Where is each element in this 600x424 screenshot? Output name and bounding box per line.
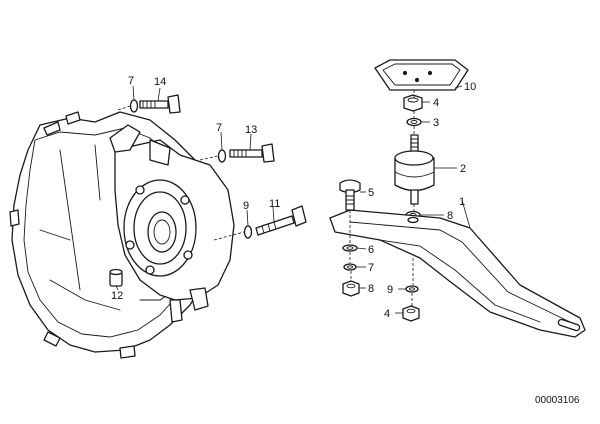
callout-13: 13 <box>245 124 257 136</box>
callout-11: 11 <box>269 198 280 210</box>
callout-4-low: 4 <box>384 308 390 320</box>
callout-14: 14 <box>154 76 166 88</box>
nut-4-low <box>402 305 420 322</box>
bolt-13-assembly <box>217 143 275 163</box>
bolt-11-assembly <box>243 205 307 239</box>
document-id: 00003106 <box>535 395 580 406</box>
washer-9-low <box>405 285 419 293</box>
mounting-bracket-1 <box>329 209 586 338</box>
washer-3-top <box>406 117 422 127</box>
assembly-lines <box>117 90 415 306</box>
bolt-5 <box>339 179 361 211</box>
dowel-sleeve-12 <box>109 268 123 287</box>
bolt-14-assembly <box>129 94 181 114</box>
callout-3: 3 <box>433 117 439 129</box>
callout-5: 5 <box>368 187 374 199</box>
heat-shield-10 <box>374 59 469 91</box>
callout-1: 1 <box>459 196 465 208</box>
clutch-housing <box>9 111 235 359</box>
washer-6 <box>342 244 358 252</box>
callout-8-right: 8 <box>447 210 453 222</box>
callout-4-top: 4 <box>433 97 439 109</box>
callout-numbers: 7 14 7 13 9 11 12 10 4 3 2 5 1 8 6 7 8 9… <box>111 75 476 320</box>
callout-6: 6 <box>368 244 374 256</box>
callout-9-low: 9 <box>387 284 393 296</box>
leader-lines <box>115 85 471 314</box>
nut-4-top <box>403 94 423 112</box>
callout-7-top: 7 <box>128 75 134 87</box>
rubber-mount-2 <box>394 134 435 205</box>
callout-10: 10 <box>464 81 476 93</box>
callout-2: 2 <box>460 163 466 175</box>
callout-7-low: 7 <box>368 262 374 274</box>
callout-12: 12 <box>111 290 123 302</box>
washer-7-low <box>343 263 357 271</box>
callout-7-mid: 7 <box>216 122 222 134</box>
callout-9-right: 9 <box>243 200 249 212</box>
callout-8-low: 8 <box>368 283 374 295</box>
nut-8-low <box>342 280 360 297</box>
